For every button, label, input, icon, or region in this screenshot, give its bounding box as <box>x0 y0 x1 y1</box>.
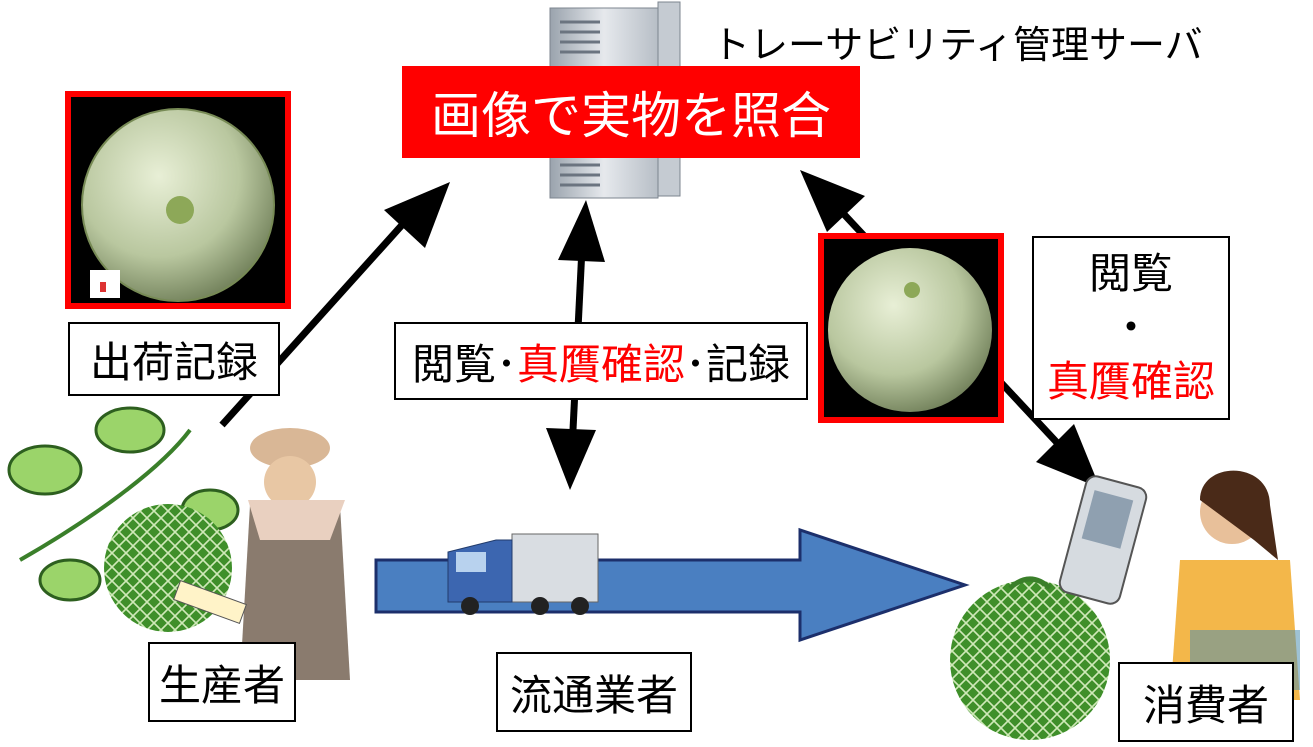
record-text: 記録 <box>706 339 791 389</box>
view-text: 閲覧 <box>1088 249 1173 299</box>
farmer-illustration <box>173 428 350 680</box>
image-matching-banner: 画像で実物を照合 <box>402 66 860 158</box>
view-text: 閲覧 <box>411 339 496 389</box>
view-verify-label: 閲覧 ・ 真贋確認 <box>1032 236 1230 420</box>
consumer-label: 消費者 <box>1118 662 1294 742</box>
authenticity-check-text: 真贋確認 <box>516 339 685 389</box>
separator-dot: ･ <box>685 339 707 389</box>
truck-icon <box>447 533 599 615</box>
producer-label: 生産者 <box>148 642 296 722</box>
separator-dot: ･ <box>495 339 517 389</box>
melon-photo <box>65 91 291 309</box>
melon-photo <box>818 233 1004 423</box>
separator-dot: ・ <box>1109 303 1152 353</box>
server-label: トレーサビリティ管理サーバ <box>712 23 1203 67</box>
distribution-arrow <box>374 527 970 643</box>
authenticity-check-text: 真贋確認 <box>1046 356 1215 406</box>
view-verify-record-label: 閲覧 ･ 真贋確認 ･ 記録 <box>394 322 808 400</box>
mobile-phone-icon <box>1058 475 1148 605</box>
distributor-label: 流通業者 <box>496 652 692 732</box>
shipping-record-label: 出荷記録 <box>68 322 280 396</box>
